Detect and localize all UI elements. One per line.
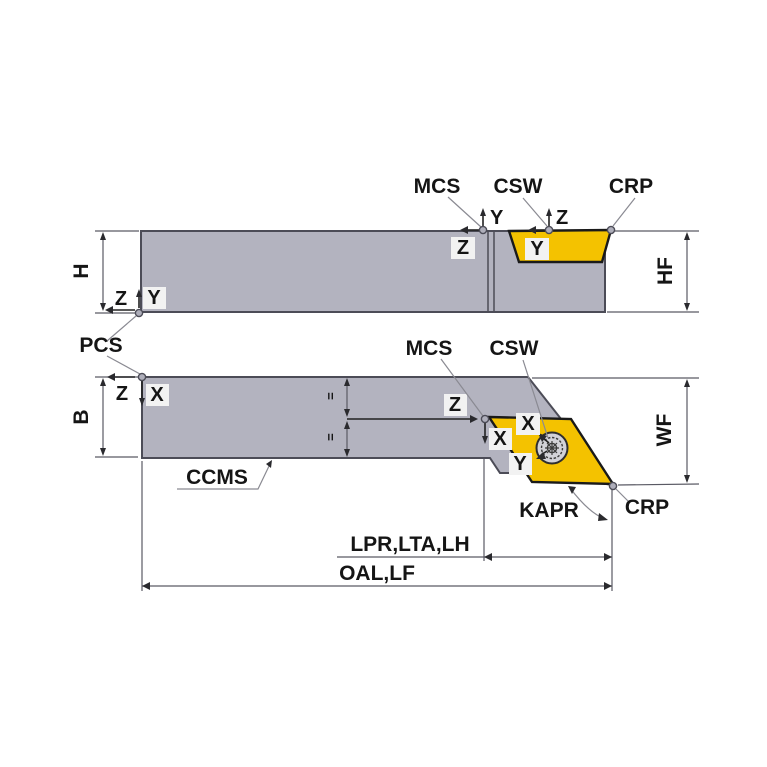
equal-mark-top: =: [323, 392, 338, 400]
center-arrow-up1: [344, 378, 350, 386]
plan-csw-x-arrow: [538, 433, 547, 442]
plan-csw-x-label: X: [521, 413, 535, 435]
side-pcs-point-marker: [134, 308, 144, 318]
side-pcs-z-label: Z: [115, 288, 127, 310]
side-pcs-y-arrow: [136, 289, 142, 297]
oal-arrow-left: [142, 582, 150, 590]
b-dim-label: B: [70, 409, 93, 424]
side-csw-label: CSW: [494, 175, 543, 198]
side-pcs-z-arrow: [105, 306, 113, 314]
plan-csw-x-box: [516, 413, 540, 435]
kapr-arrow-start: [568, 486, 576, 494]
plan-crp-leader: [615, 488, 629, 502]
side-crp-label: CRP: [609, 175, 653, 198]
center-arrow-down1: [344, 409, 350, 417]
side-view-joint-lines: [487, 232, 495, 311]
screw-ring: [540, 436, 564, 460]
center-arrow-up2: [344, 421, 350, 429]
wf-ext-bottom: [617, 483, 700, 486]
lpr-arrow-right: [604, 553, 612, 561]
ccms-arrow: [266, 460, 272, 468]
hf-arrow-down: [684, 303, 690, 311]
plan-csw-y-box: [509, 453, 532, 475]
side-csw-y-arrow: [528, 226, 536, 234]
plan-csw-label: CSW: [490, 337, 539, 360]
plan-mcs-x-arrow: [482, 436, 488, 444]
side-csw-y-label: Y: [530, 238, 544, 260]
b-arrow-up: [100, 378, 106, 386]
kapr-label: KAPR: [519, 499, 579, 522]
h-dim-label: H: [70, 263, 93, 278]
plan-mcs-point-marker: [480, 414, 490, 424]
plan-mcs-label: MCS: [406, 337, 453, 360]
lpr-dim-label: LPR,LTA,LH: [350, 533, 469, 556]
side-pcs-y-box: [143, 287, 166, 309]
plan-csw-y-label: Y: [513, 453, 527, 475]
h-arrow-down: [100, 303, 106, 311]
plan-pcs-z-arrow: [107, 373, 115, 381]
side-mcs-label: MCS: [414, 175, 461, 198]
pcs-callout: PCS: [79, 315, 141, 375]
lpr-arrow-left: [484, 553, 492, 561]
pcs-leader-bottom: [106, 355, 141, 375]
kapr-arrow-end: [598, 513, 608, 521]
side-mcs-leader: [447, 196, 482, 228]
side-crp-point-marker: [606, 225, 616, 235]
side-mcs-z-label: Z: [457, 237, 469, 259]
plan-mcs-z-label: Z: [449, 394, 461, 416]
center-arrow-down2: [344, 449, 350, 457]
side-crp-leader: [612, 197, 636, 227]
ccms-label: CCMS: [186, 466, 248, 489]
plan-mcs-leader: [440, 358, 484, 417]
plan-mcs-x-box: [489, 428, 512, 450]
ccms-leader: [177, 463, 271, 490]
plan-pcs-x-label: X: [150, 384, 164, 406]
side-csw-y-box: [525, 238, 549, 260]
plan-pcs-z-label: Z: [116, 383, 128, 405]
pcs-label: PCS: [79, 334, 122, 357]
plan-pcs-x-arrow: [139, 398, 145, 406]
plan-pcs-point-marker: [137, 372, 147, 382]
oal-dim-label: OAL,LF: [339, 562, 415, 585]
wf-arrow-up: [684, 379, 690, 387]
side-view: H HF Y Z Z Y Y Z: [70, 175, 699, 318]
side-csw-z-arrow: [546, 208, 552, 216]
side-csw-point-marker: [544, 225, 554, 235]
side-csw-z-label: Z: [556, 207, 568, 229]
plan-mcs-z-arrow: [470, 415, 478, 423]
side-view-insert: [507, 228, 613, 264]
plan-mcs-z-box: [444, 394, 467, 416]
side-mcs-z-arrow: [460, 226, 468, 234]
wf-arrow-down: [684, 475, 690, 483]
side-pcs-y-label: Y: [147, 287, 161, 309]
equal-mark-bottom: =: [323, 433, 338, 441]
plan-pcs-x-box: [146, 384, 169, 406]
plan-csw-leader: [522, 359, 549, 439]
plan-csw-y-arrow: [536, 452, 546, 459]
side-mcs-y-label: Y: [490, 207, 504, 229]
hf-dim-label: HF: [654, 257, 677, 285]
plan-mcs-x-label: X: [493, 428, 507, 450]
side-csw-leader: [522, 197, 548, 227]
wf-dim-label: WF: [653, 414, 676, 447]
side-mcs-point-marker: [478, 225, 488, 235]
pcs-leader-top: [106, 315, 137, 342]
side-mcs-z-box: [451, 237, 475, 259]
plan-view: B WF = = Z X X Z X: [70, 337, 700, 591]
hf-arrow-up: [684, 232, 690, 240]
plan-crp-point-marker: [608, 481, 618, 491]
h-arrow-up: [100, 232, 106, 240]
side-mcs-y-arrow: [480, 208, 486, 216]
screw-torx-pattern: [545, 441, 559, 455]
plan-crp-label: CRP: [625, 496, 669, 519]
oal-arrow-right: [604, 582, 612, 590]
b-arrow-down: [100, 448, 106, 456]
